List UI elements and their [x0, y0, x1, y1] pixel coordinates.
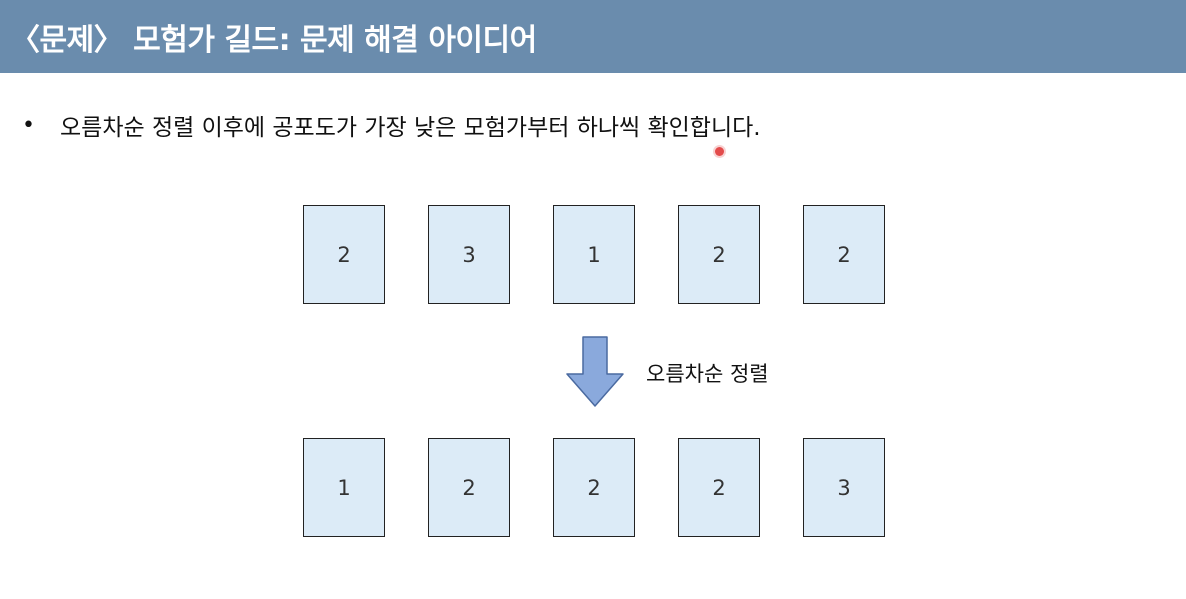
title-bar: 〈문제〉 모험가 길드: 문제 해결 아이디어	[0, 0, 1186, 73]
card: 3	[428, 205, 510, 304]
card: 2	[428, 438, 510, 537]
bullet-dot-icon: •	[22, 112, 35, 138]
slide-title: 〈문제〉 모험가 길드: 문제 해결 아이디어	[10, 22, 537, 58]
unsorted-card-row: 2 3 1 2 2	[303, 205, 885, 304]
card: 1	[553, 205, 635, 304]
card: 3	[803, 438, 885, 537]
card: 2	[303, 205, 385, 304]
sort-label: 오름차순 정렬	[646, 362, 769, 386]
card: 2	[678, 438, 760, 537]
card: 1	[303, 438, 385, 537]
card: 2	[553, 438, 635, 537]
pointer-cursor-icon	[715, 147, 724, 156]
down-arrow-icon	[566, 336, 624, 408]
bullet-point: • 오름차순 정렬 이후에 공포도가 가장 낮은 모험가부터 하나씩 확인합니다…	[22, 108, 761, 142]
bullet-text: 오름차순 정렬 이후에 공포도가 가장 낮은 모험가부터 하나씩 확인합니다.	[60, 115, 761, 141]
card: 2	[678, 205, 760, 304]
sorted-card-row: 1 2 2 2 3	[303, 438, 885, 537]
card: 2	[803, 205, 885, 304]
